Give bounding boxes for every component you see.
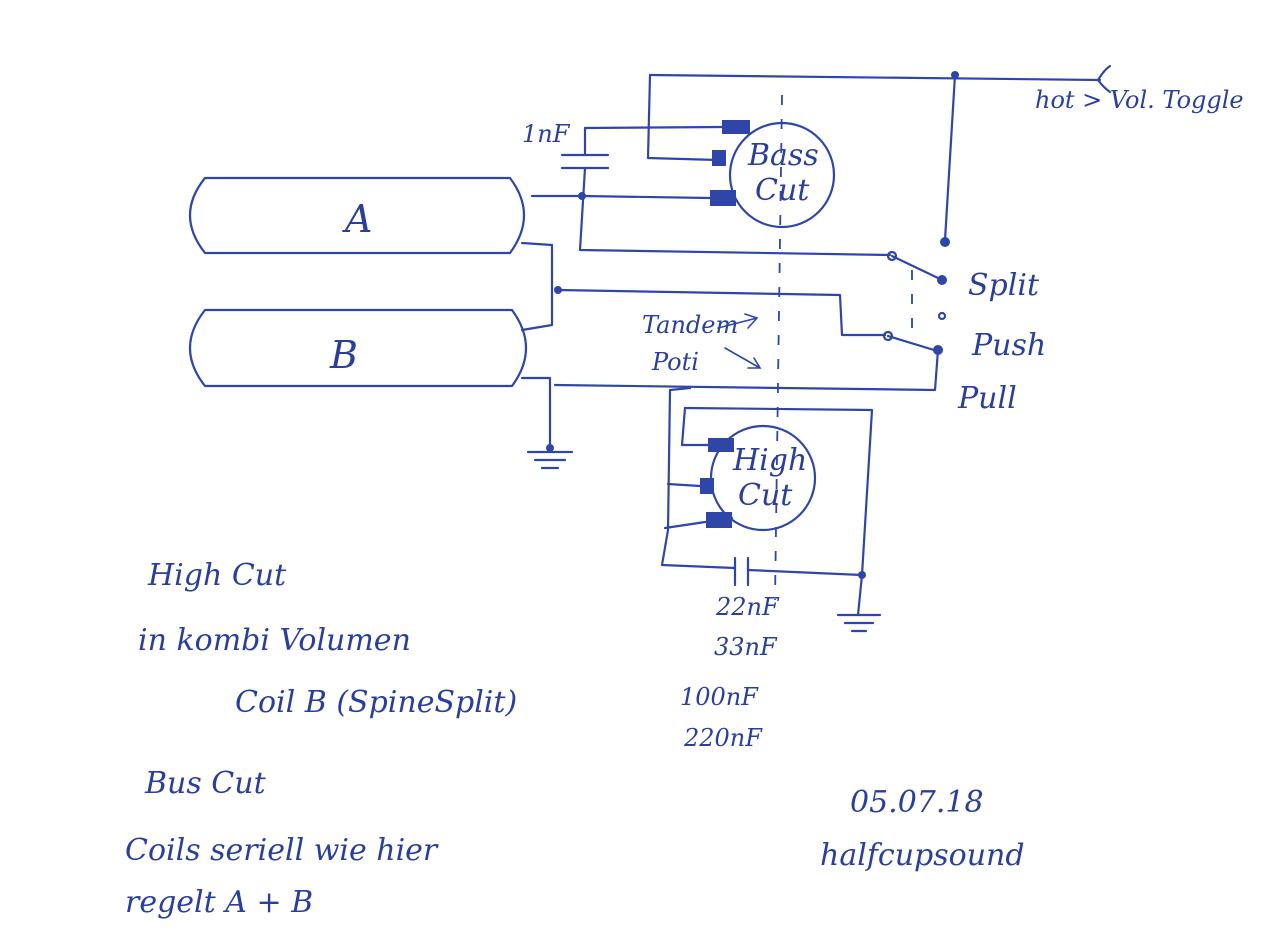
- signature-name: halfcupsound: [820, 838, 1025, 873]
- pot-lug: [708, 438, 734, 452]
- junction-dot: [554, 286, 562, 294]
- cap-value: 33nF: [714, 633, 778, 661]
- note-bass-3: regelt A + B: [125, 885, 313, 920]
- signature-date: 05.07.18: [850, 785, 984, 820]
- ground-b: [520, 376, 574, 470]
- bass-cut-pot: Bass Cut: [583, 120, 836, 229]
- pickup-b: B: [188, 308, 528, 388]
- tandem-label-1: Tandem: [642, 311, 738, 339]
- cap-high: [733, 556, 882, 633]
- hot-wire: hot > Vol. Toggle: [646, 64, 1244, 242]
- series-link: [520, 241, 887, 337]
- switch-lug: [882, 330, 894, 342]
- cap-value: 100nF: [680, 683, 759, 711]
- note-bass-1: Bus Cut: [144, 766, 267, 801]
- switch-push: Push: [971, 328, 1046, 363]
- switch-split: Split: [968, 268, 1040, 303]
- pot-lug: [712, 150, 726, 166]
- push-pull-switch: Split Push Pull: [553, 237, 1046, 416]
- cap-value: 22nF: [715, 593, 780, 621]
- bass-pot-label-2: Cut: [755, 173, 810, 208]
- note-high-1: High Cut: [147, 558, 287, 593]
- pot-lug: [700, 478, 714, 494]
- pickup-a: A: [188, 176, 526, 255]
- cap-value: 220nF: [683, 724, 763, 752]
- switch-lug: [937, 311, 947, 321]
- cap-top-label: 1nF: [522, 120, 571, 148]
- pickup-b-label: B: [329, 333, 358, 377]
- note-high-3: Coil B (SpineSplit): [235, 685, 517, 720]
- notes: High Cut in kombi Volumen Coil B (SpineS…: [125, 558, 517, 920]
- pot-lug: [722, 120, 750, 134]
- tandem-label: Tandem Poti: [642, 311, 762, 376]
- switch-pull: Pull: [957, 381, 1017, 416]
- high-pot-label-1: High: [732, 443, 807, 478]
- tandem-label-2: Poti: [651, 348, 699, 376]
- note-bass-2: Coils seriell wie hier: [125, 833, 439, 868]
- junction-dot: [951, 71, 959, 79]
- high-pot-label-2: Cut: [738, 478, 793, 513]
- cap-1nf: 1nF: [522, 120, 892, 257]
- pickup-a-label: A: [342, 197, 372, 241]
- wire-a-bass: [530, 194, 712, 200]
- cap-values: 22nF 33nF 100nF 220nF: [680, 593, 780, 752]
- switch-lug: [940, 237, 950, 247]
- hot-label: hot > Vol. Toggle: [1035, 86, 1244, 114]
- switch-lug: [886, 250, 898, 262]
- signature: 05.07.18 halfcupsound: [820, 785, 1025, 873]
- bass-pot-label-1: Bass: [747, 138, 819, 173]
- junction-dot: [578, 192, 586, 200]
- pot-lug: [710, 190, 736, 206]
- high-cut-pot: High Cut: [660, 386, 874, 577]
- switch-lug: [937, 275, 947, 285]
- note-high-2: in kombi Volumen: [138, 623, 411, 658]
